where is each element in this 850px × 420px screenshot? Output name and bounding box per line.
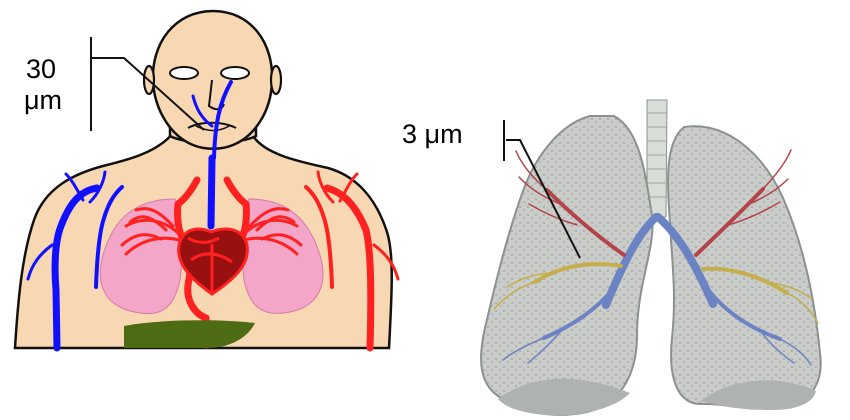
right-scale-label: 3 μm (402, 118, 463, 150)
left-scale-unit: μm (24, 84, 62, 116)
circulatory-figure-panel (0, 0, 420, 420)
left-scale-value: 30 (26, 53, 56, 85)
circulatory-system-icon (0, 0, 420, 420)
